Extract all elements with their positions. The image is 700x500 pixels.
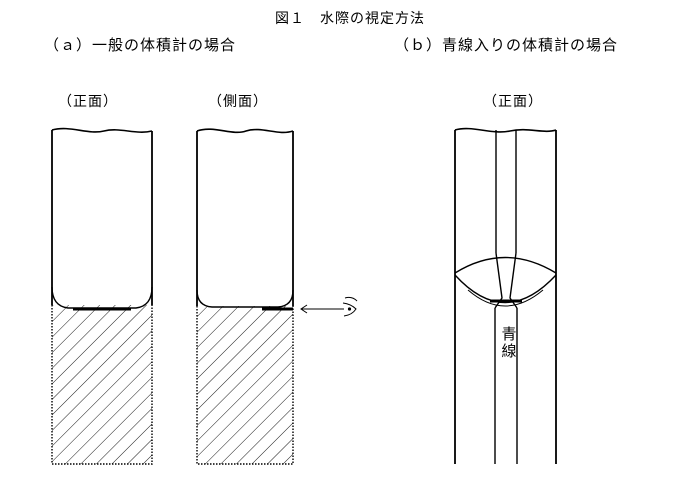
panel-b-caption: （ｂ）青線入りの体積計の場合	[394, 36, 619, 54]
panel-a-caption: （ａ）一般の体積計の場合	[44, 36, 237, 54]
blue-stripe-label: 青線	[501, 325, 517, 360]
panel-a-side-view-label: （側面）	[208, 94, 268, 110]
panel-b-meniscus	[454, 256, 557, 307]
blue-stripe	[494, 130, 518, 464]
figure-title: 図１ 水際の視定方法	[275, 11, 425, 27]
panel-b-front-tube	[454, 127, 557, 464]
panel-a-front-tube	[51, 127, 153, 465]
panel-a-side-tube	[196, 128, 294, 465]
panel-a-front-view-label: （正面）	[58, 94, 118, 110]
eye-icon	[342, 296, 358, 317]
panel-b-front-view-label: （正面）	[483, 94, 543, 110]
sight-arrow-icon	[300, 304, 344, 314]
